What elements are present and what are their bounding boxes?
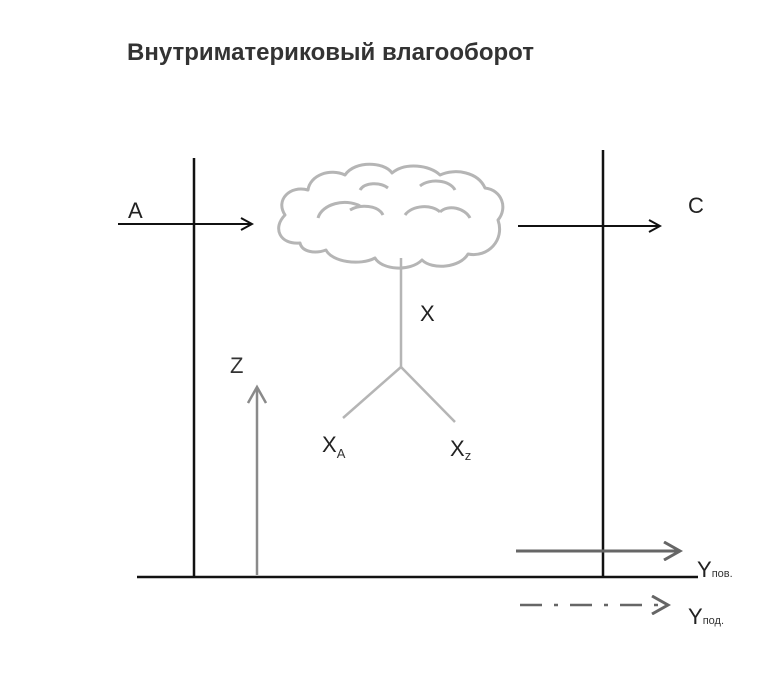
- label-c: C: [688, 193, 704, 218]
- precipitation-split: [342, 258, 456, 423]
- diagram-title: Внутриматериковый влагооборот: [127, 39, 534, 66]
- label-xa: XA: [322, 432, 346, 461]
- label-z: Z: [230, 353, 243, 378]
- label-y-surface: Yпов.: [697, 557, 733, 582]
- cloud-icon: [277, 162, 505, 270]
- label-xz: Xz: [450, 436, 471, 463]
- label-y-underground: Yпод.: [688, 604, 724, 629]
- label-a: A: [128, 198, 143, 223]
- label-x: X: [420, 301, 435, 326]
